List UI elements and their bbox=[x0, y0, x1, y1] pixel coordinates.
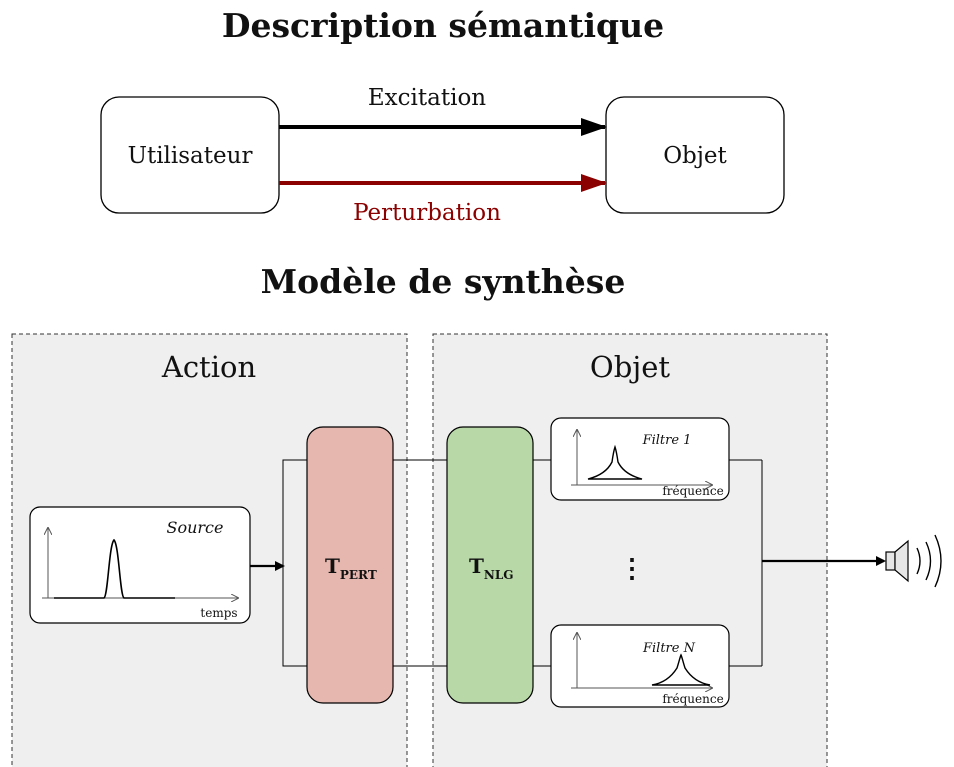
filter-n-box: Filtre N fréquence bbox=[550, 624, 730, 708]
semantic-title: Description sémantique bbox=[222, 6, 664, 45]
filter-1-box: Filtre 1 fréquence bbox=[550, 417, 730, 501]
t-pert-sub: PERT bbox=[340, 568, 377, 582]
t-nlg-block: TNLG bbox=[446, 426, 534, 704]
speaker-icon bbox=[885, 534, 942, 588]
user-label: Utilisateur bbox=[128, 143, 253, 169]
svg-text:TNLG: TNLG bbox=[469, 554, 514, 582]
excitation-label: Excitation bbox=[368, 85, 486, 111]
source-axis-label: temps bbox=[200, 606, 237, 620]
synthesis-title: Modèle de synthèse bbox=[261, 262, 626, 301]
svg-text:TPERT: TPERT bbox=[325, 554, 377, 582]
object-panel-label: Objet bbox=[590, 350, 670, 384]
t-pert-main: T bbox=[325, 554, 340, 578]
t-nlg-main: T bbox=[469, 554, 484, 578]
filter-n-response bbox=[651, 653, 711, 686]
object-label: Objet bbox=[663, 143, 727, 169]
filter-n-axis-label: fréquence bbox=[662, 692, 723, 706]
filter-1-title: Filtre 1 bbox=[642, 433, 692, 448]
t-nlg-sub: NLG bbox=[484, 568, 514, 582]
object-box bbox=[605, 96, 785, 214]
source-box: Source temps bbox=[29, 506, 251, 624]
filter-1-axis-label: fréquence bbox=[662, 484, 723, 498]
filter-ellipsis: ⋮ bbox=[619, 554, 645, 584]
user-box bbox=[100, 96, 280, 214]
action-panel-label: Action bbox=[161, 350, 256, 384]
filter-1-response bbox=[587, 444, 643, 480]
perturbation-label: Perturbation bbox=[353, 200, 501, 226]
source-title: Source bbox=[167, 518, 224, 537]
filter-n-title: Filtre N bbox=[642, 641, 696, 656]
t-pert-block: TPERT bbox=[306, 426, 394, 704]
source-pulse bbox=[54, 538, 175, 599]
